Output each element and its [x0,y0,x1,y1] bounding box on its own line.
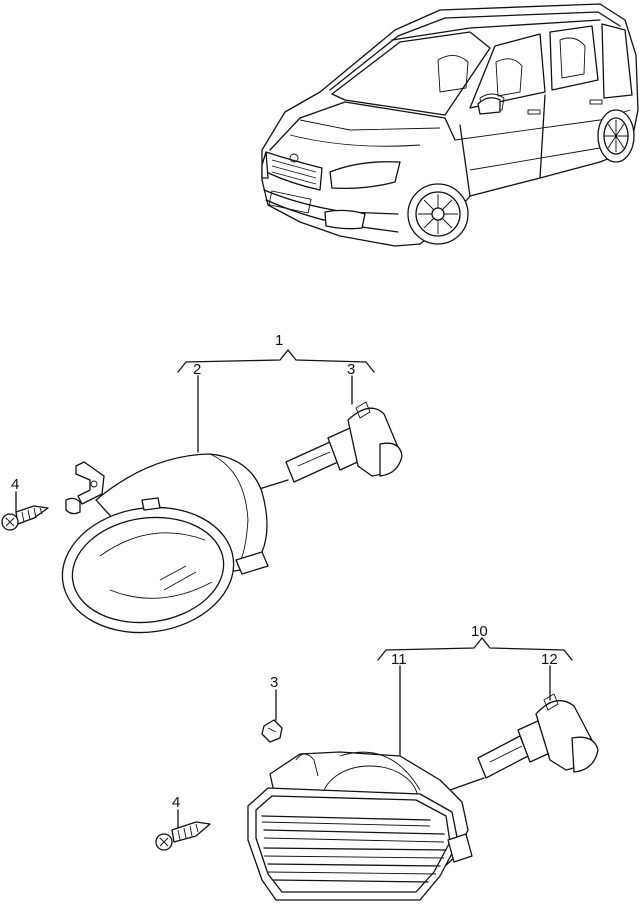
bulb-h11-upper [285,401,403,483]
callout-12: 12 [541,651,558,668]
callout-4-upper: 4 [11,476,19,493]
callout-4-lower: 4 [172,794,180,811]
fog-lamp-housing-round [61,453,269,634]
fog-lamp-grille-housing [247,751,473,901]
callout-3-lower: 3 [270,674,278,691]
lower-fog-lamp-assembly [155,637,599,901]
screw-upper [1,505,49,531]
callout-3-upper: 3 [347,361,355,378]
screw-lower [155,821,211,851]
clip-nut [261,719,283,743]
callout-2: 2 [193,361,201,378]
callout-1: 1 [275,332,283,349]
callout-10: 10 [471,623,488,640]
callout-11: 11 [391,651,407,668]
upper-fog-lamp-assembly [1,349,403,634]
car-illustration [261,3,639,247]
bulb-h11-lower [477,693,599,779]
